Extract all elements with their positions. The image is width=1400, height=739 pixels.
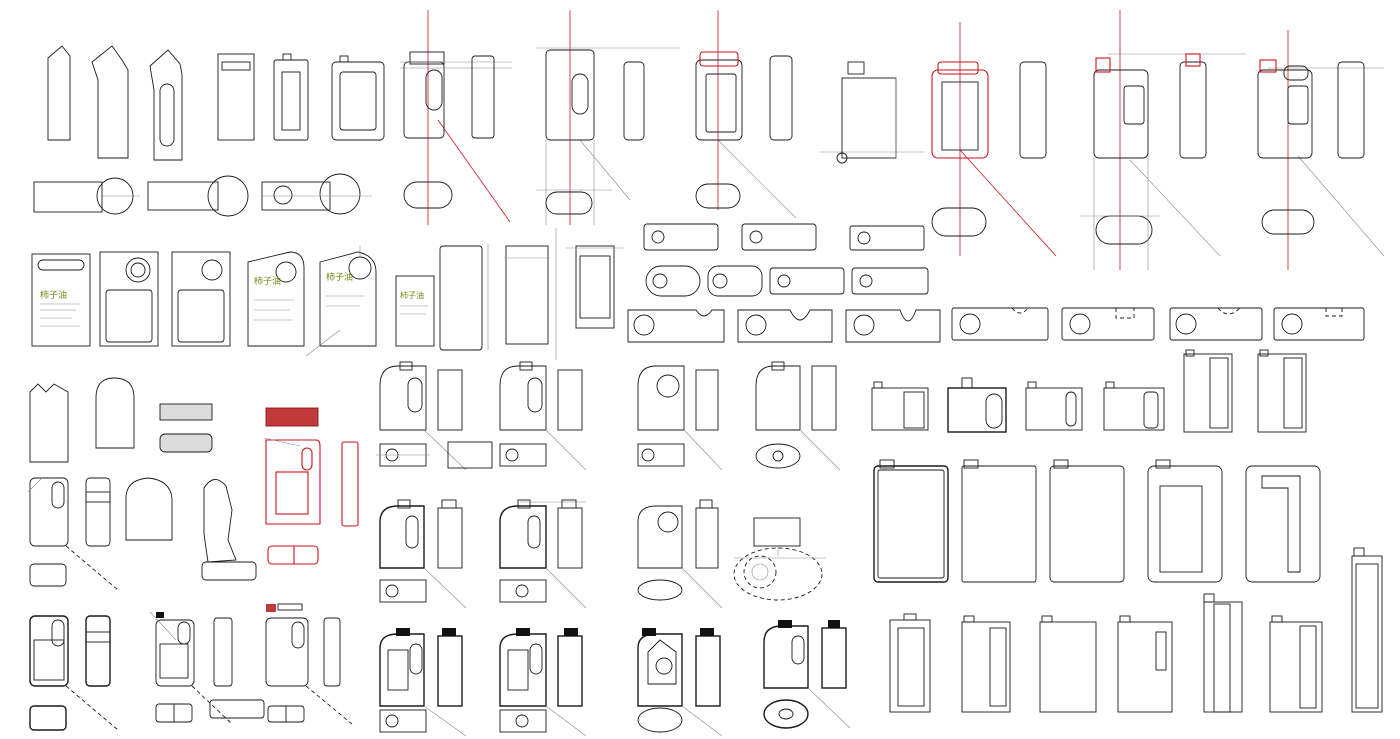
product-title: 柿子油: [326, 271, 353, 283]
small-jug-row: [27, 477, 257, 591]
labeled-pack-6: 柿子油: [395, 228, 624, 360]
labeled-pack-2: [99, 251, 159, 347]
jerrycan-small-row: [871, 349, 1307, 433]
labeled-pack-4: 柿子油: [247, 251, 305, 347]
labeled-pack-5: 柿子油: [305, 246, 377, 357]
product-title: 柿子油: [400, 290, 424, 300]
jerrycan-engineering-3: [695, 10, 797, 219]
jerrycan-engineering-2: [536, 10, 680, 225]
small-bottle-variants: [29, 377, 359, 565]
jug-grid-row1: [376, 361, 841, 471]
jug-grid-row3: [379, 620, 851, 737]
cap-detail-pills: [643, 223, 929, 297]
handle-top-views: [33, 173, 372, 217]
product-title: 柿子油: [40, 289, 67, 301]
jerrycan-engineering-5: [931, 22, 1057, 257]
jerrycan-large-row: [873, 459, 1321, 583]
notched-panels-row: [627, 307, 1365, 343]
labeled-pack-3: [171, 251, 231, 347]
jerrycan-engineering-1: [400, 10, 512, 225]
jerrycan-engineering-7: [1257, 30, 1385, 270]
slim-jerrycan-front: [217, 53, 385, 141]
labeled-pack-1: 柿子油: [31, 253, 91, 347]
angled-bottle-group: [47, 45, 183, 161]
jerrycan-engineering-4: [820, 61, 924, 164]
product-title: 柿子油: [254, 275, 281, 287]
jug-grid-row2: [379, 499, 826, 609]
small-jug-row-bottom: [29, 603, 353, 731]
jerrycan-tall-row: [889, 547, 1383, 713]
jerrycan-engineering-6: [1080, 10, 1246, 270]
